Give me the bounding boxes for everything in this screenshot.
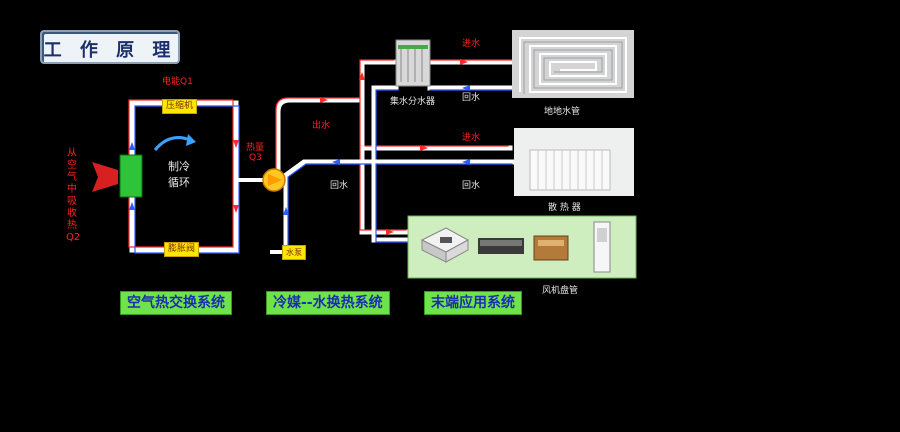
label-return-top: 回水 — [462, 93, 481, 103]
label-floor-heating: 地地水管 — [544, 107, 581, 117]
label-supply-mid: 进水 — [462, 133, 481, 143]
evaporator — [119, 154, 143, 198]
label-cycle-1: 制冷 — [168, 160, 190, 173]
tower-unit — [593, 221, 611, 273]
title-banner: 工 作 原 理 — [40, 30, 180, 64]
label-supply-top: 进水 — [462, 39, 481, 49]
system-terminal: 末端应用系统 — [424, 291, 522, 315]
floor-console-unit — [533, 235, 569, 261]
label-return-mid: 回水 — [462, 181, 481, 191]
label-heat-q3-2: Q3 — [249, 153, 262, 163]
label-electric-q1: 电能Q1 — [162, 77, 193, 87]
label-expansion-valve: 膨胀阀 — [164, 242, 200, 257]
page-title: 工 作 原 理 — [43, 40, 177, 61]
cassette-unit — [420, 227, 470, 263]
label-return-water: 回水 — [330, 181, 349, 191]
system-refrigerant-water: 冷媒--水换热系统 — [266, 291, 390, 315]
label-outlet-water: 出水 — [312, 121, 331, 131]
label-manifold: 集水分水器 — [390, 97, 436, 107]
label-heat-q3-1: 热量 — [246, 143, 265, 153]
label-air-heat-q2: 从空气中吸收热Q2 — [66, 148, 81, 243]
label-radiator: 散 热 器 — [548, 203, 581, 213]
system-air-heat-exchange: 空气热交换系统 — [120, 291, 232, 315]
label-fan-coil: 风机盘管 — [542, 286, 579, 296]
label-compressor: 压缩机 — [162, 99, 198, 114]
air-intake-fan — [92, 162, 118, 192]
ducted-unit — [478, 238, 524, 254]
label-pump: 水泵 — [282, 245, 306, 260]
label-cycle-2: 循环 — [168, 176, 190, 189]
